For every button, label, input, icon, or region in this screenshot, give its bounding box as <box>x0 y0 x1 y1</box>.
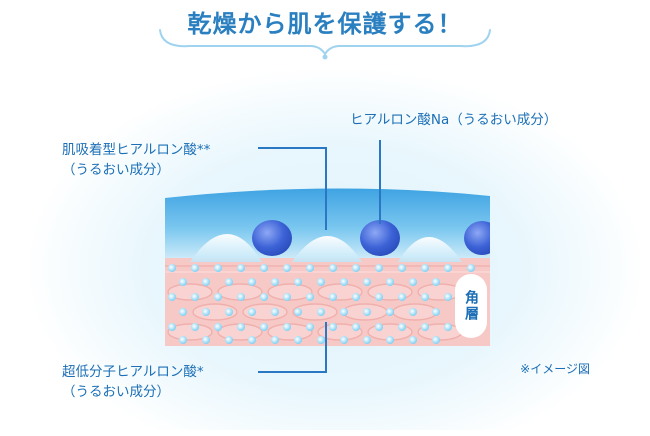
ha-dot <box>329 264 337 272</box>
page-title: 乾燥から肌を保護する！ <box>187 10 463 38</box>
ha-dot <box>191 264 199 272</box>
title-underline <box>159 29 491 60</box>
ha-dot <box>375 293 383 301</box>
ha-dot <box>421 293 429 301</box>
ha-dot <box>340 308 348 316</box>
ha-dot <box>225 308 233 316</box>
ha-dot <box>340 278 348 286</box>
ha-dot <box>260 293 268 301</box>
ha-dot <box>260 264 268 272</box>
ha-dot <box>214 264 222 272</box>
ha-dot <box>260 323 268 331</box>
ha-dot <box>168 264 176 272</box>
ha-dot <box>444 264 452 272</box>
ha-dot <box>248 336 256 344</box>
ha-dot <box>191 323 199 331</box>
ha-dot <box>283 264 291 272</box>
ha-dot <box>294 308 302 316</box>
ha-dot <box>306 264 314 272</box>
stratum-corneum-label: 角層 <box>455 274 487 338</box>
ha-dot <box>225 336 233 344</box>
ha-dot <box>340 336 348 344</box>
ha-dot <box>248 278 256 286</box>
stratum-corneum-text: 角層 <box>463 290 479 322</box>
image-note: ※イメージ図 <box>520 362 590 376</box>
ha-dot <box>237 264 245 272</box>
label-adsorbed-ha-name: 肌吸着型ヒアルロン酸** <box>62 142 211 158</box>
ha-dot <box>363 278 371 286</box>
ha-dot <box>317 278 325 286</box>
ha-dot <box>409 308 417 316</box>
leader-lines <box>258 140 381 373</box>
ha-dot <box>271 336 279 344</box>
ha-dot <box>409 336 417 344</box>
ha-dot <box>386 336 394 344</box>
ha-dot <box>271 308 279 316</box>
ha-dot <box>179 336 187 344</box>
ha-dot <box>432 336 440 344</box>
label-ha-na: ヒアルロン酸Na（うるおい成分） <box>350 110 557 130</box>
ha-dot <box>271 278 279 286</box>
ha-dot <box>168 323 176 331</box>
ha-dot <box>352 264 360 272</box>
ha-dot <box>386 308 394 316</box>
ha-dot <box>283 293 291 301</box>
ha-dot <box>294 278 302 286</box>
ha-dot <box>202 336 210 344</box>
label-low-molecular-ha: 超低分子ヒアルロン酸* （うるおい成分） <box>62 362 204 402</box>
ha-dot <box>237 293 245 301</box>
ha-dot <box>329 323 337 331</box>
ha-dot <box>225 278 233 286</box>
ha-dot <box>179 278 187 286</box>
label-low-molecular-ha-name: 超低分子ヒアルロン酸* <box>62 364 204 380</box>
label-ha-na-name: ヒアルロン酸Na（うるおい成分） <box>350 112 558 128</box>
label-adsorbed-ha: 肌吸着型ヒアルロン酸** （うるおい成分） <box>62 140 210 180</box>
ha-dot <box>168 293 176 301</box>
ha-dot <box>248 308 256 316</box>
ha-dot <box>306 323 314 331</box>
ha-dot <box>363 336 371 344</box>
ha-dot <box>432 308 440 316</box>
ha-dot <box>421 323 429 331</box>
ha-dot <box>214 323 222 331</box>
ha-dot <box>398 293 406 301</box>
ha-dot <box>467 264 475 272</box>
ha-dot <box>352 293 360 301</box>
ha-dot <box>317 308 325 316</box>
ha-dot <box>421 264 429 272</box>
ha-dot <box>294 336 302 344</box>
ha-dot <box>329 293 337 301</box>
adsorbed-ha-bumps <box>190 234 462 262</box>
label-low-molecular-ha-sub: （うるおい成分） <box>62 384 170 400</box>
ha-dot <box>444 323 452 331</box>
ha-dot <box>179 308 187 316</box>
ha-dot <box>409 278 417 286</box>
ha-dot <box>283 323 291 331</box>
ha-dot <box>191 293 199 301</box>
ha-dot <box>202 278 210 286</box>
ha-na-spheres <box>252 220 490 256</box>
ha-dot <box>306 293 314 301</box>
ha-dot <box>363 308 371 316</box>
ha-dot <box>375 264 383 272</box>
ha-dot <box>432 278 440 286</box>
ha-dot <box>352 323 360 331</box>
ha-dot <box>317 336 325 344</box>
ha-dot <box>386 278 394 286</box>
ha-dot <box>398 323 406 331</box>
low-molecular-ha-dots <box>168 264 475 344</box>
ha-dot <box>214 293 222 301</box>
ha-dot <box>202 308 210 316</box>
ha-dot <box>398 264 406 272</box>
ha-dot <box>375 323 383 331</box>
ha-dot <box>444 293 452 301</box>
label-adsorbed-ha-sub: （うるおい成分） <box>62 162 170 178</box>
ha-dot <box>237 323 245 331</box>
